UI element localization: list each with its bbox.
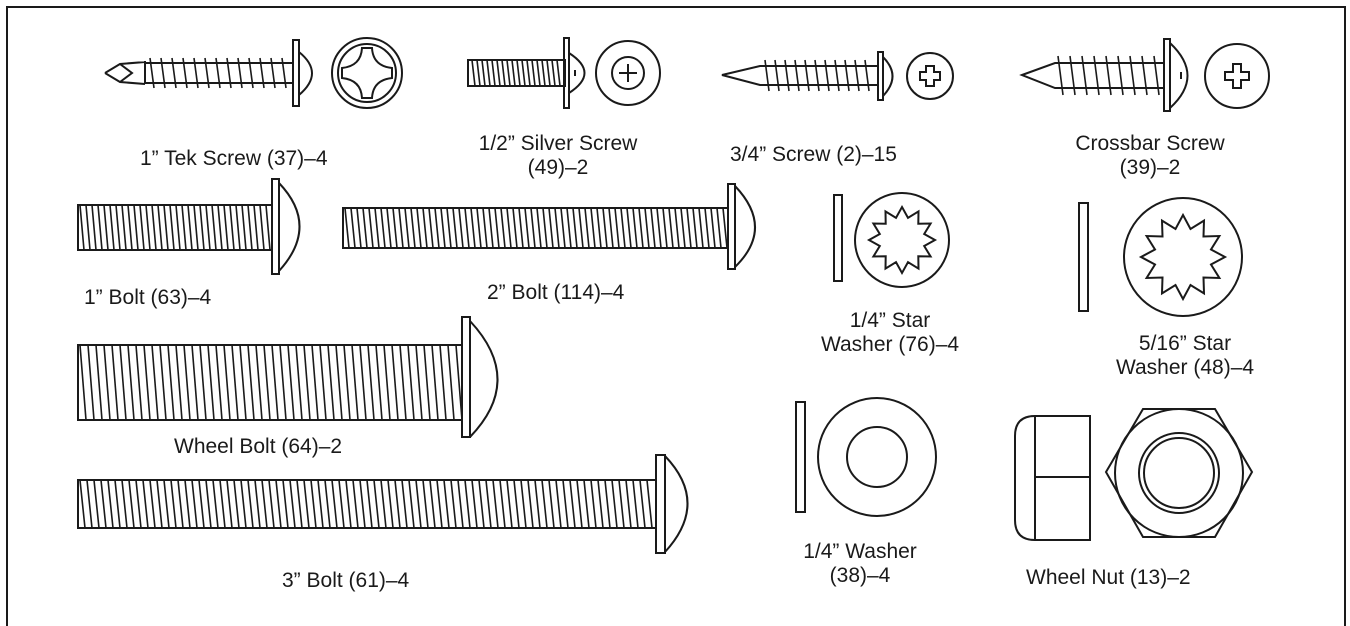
- screw-3-4-side: [721, 51, 894, 101]
- bolt-1-drawing: [77, 178, 301, 275]
- star-washer-516-drawing: [1078, 197, 1243, 317]
- diagram-frame: [6, 6, 1346, 626]
- silver-screw-side: [467, 37, 586, 109]
- label-crossbar-2: (39)–2: [1119, 156, 1181, 179]
- tek-screw-side: [104, 39, 313, 107]
- crossbar-screw-side: [1019, 38, 1189, 112]
- silver-screw-head: [595, 40, 661, 106]
- crossbar-screw-head: [1204, 43, 1270, 109]
- label-tek-screw: 1” Tek Screw (37)–4: [140, 147, 328, 170]
- wheel-nut-side: [1014, 415, 1091, 541]
- label-bolt-3: 3” Bolt (61)–4: [282, 569, 410, 592]
- label-star-washer-14-1: 1/4” Star: [849, 309, 931, 332]
- label-washer-14-2: (38)–4: [829, 564, 891, 587]
- label-silver-screw-1: 1/2” Silver Screw: [478, 132, 638, 155]
- bolt-3-drawing: [77, 454, 689, 554]
- label-washer-14-1: 1/4” Washer: [803, 540, 917, 563]
- washer-14-drawing: [795, 397, 937, 517]
- label-crossbar-1: Crossbar Screw: [1075, 132, 1225, 155]
- label-star-washer-14-2: Washer (76)–4: [820, 333, 960, 356]
- label-bolt-2: 2” Bolt (114)–4: [487, 281, 625, 304]
- wheel-nut-front: [1104, 408, 1254, 538]
- label-star-washer-516-1: 5/16” Star: [1138, 332, 1232, 355]
- label-silver-screw-2: (49)–2: [527, 156, 589, 179]
- wheel-bolt-drawing: [77, 316, 499, 438]
- label-star-washer-516-2: Washer (48)–4: [1115, 356, 1255, 379]
- label-bolt-1: 1” Bolt (63)–4: [84, 286, 212, 309]
- label-wheel-nut: Wheel Nut (13)–2: [1026, 566, 1191, 589]
- star-washer-14-drawing: [833, 192, 950, 288]
- label-screw-3-4: 3/4” Screw (2)–15: [730, 143, 897, 166]
- screw-3-4-head: [906, 52, 954, 100]
- label-wheel-bolt: Wheel Bolt (64)–2: [174, 435, 343, 458]
- bolt-2-drawing: [342, 183, 756, 270]
- tek-screw-head: [331, 37, 403, 109]
